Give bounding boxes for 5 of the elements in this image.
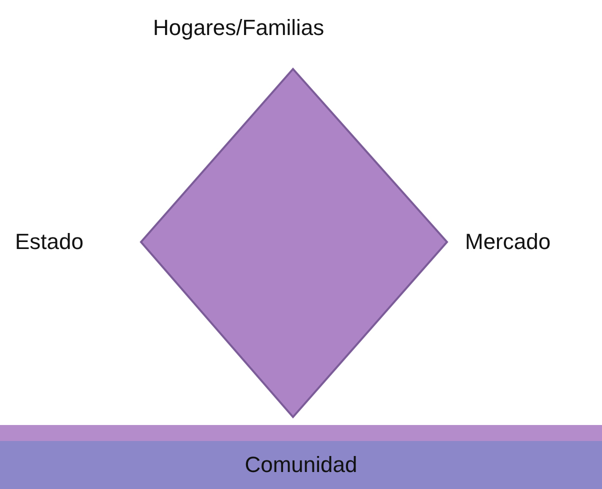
- community-band: [0, 425, 602, 489]
- band-label: Comunidad: [244, 454, 358, 476]
- corner-label: Hogares/Familias: [153, 17, 324, 39]
- corner-label: Estado: [15, 231, 84, 253]
- corner-label: Mercado: [465, 231, 551, 253]
